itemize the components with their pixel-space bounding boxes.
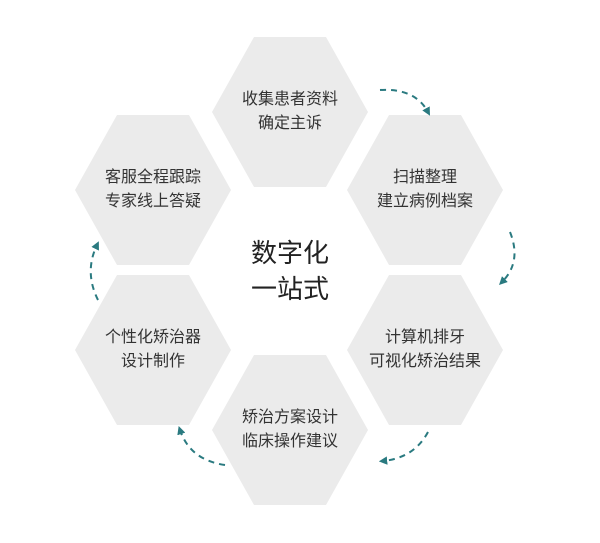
step-3-line-2: 可视化矫治结果 — [369, 351, 481, 370]
step-6-line-2: 专家线上答疑 — [105, 191, 201, 210]
label-group: 收集患者资料 确定主诉 扫描整理 建立病例档案 计算机排牙 可视化矫治结果 矫治… — [105, 89, 481, 450]
step-5-line-1: 个性化矫治器 — [105, 327, 201, 346]
arrow-step1-to-step2 — [379, 88, 431, 116]
step-1-line-2: 确定主诉 — [258, 113, 322, 132]
center-title-line-1: 数字化 — [251, 239, 329, 269]
arrow-step5-to-step6 — [89, 241, 99, 301]
step-3-line-1: 计算机排牙 — [385, 327, 465, 346]
hexagon-step-6 — [75, 115, 231, 265]
step-1-line-1: 收集患者资料 — [242, 89, 338, 108]
hexagon-step-2 — [347, 115, 503, 265]
step-6-line-1: 客服全程跟踪 — [105, 167, 201, 186]
arrow-step4-to-step5 — [177, 426, 226, 466]
arrow-step2-to-step3 — [499, 231, 516, 285]
hexagon-step-5 — [75, 275, 231, 425]
step-2-line-1: 扫描整理 — [393, 167, 457, 186]
hexagon-group — [75, 37, 503, 505]
step-4-line-2: 临床操作建议 — [242, 431, 338, 450]
step-5-line-2: 设计制作 — [121, 351, 185, 370]
arrow-group — [89, 88, 516, 466]
arrow-step3-to-step4 — [378, 431, 429, 465]
hexagon-step-4 — [212, 355, 368, 505]
hexagon-step-3 — [347, 275, 503, 425]
hexagon-step-1 — [212, 37, 368, 187]
step-4-line-1: 矫治方案设计 — [242, 407, 338, 426]
step-2-line-2: 建立病例档案 — [377, 191, 473, 210]
center-title-line-2: 一站式 — [251, 275, 329, 305]
